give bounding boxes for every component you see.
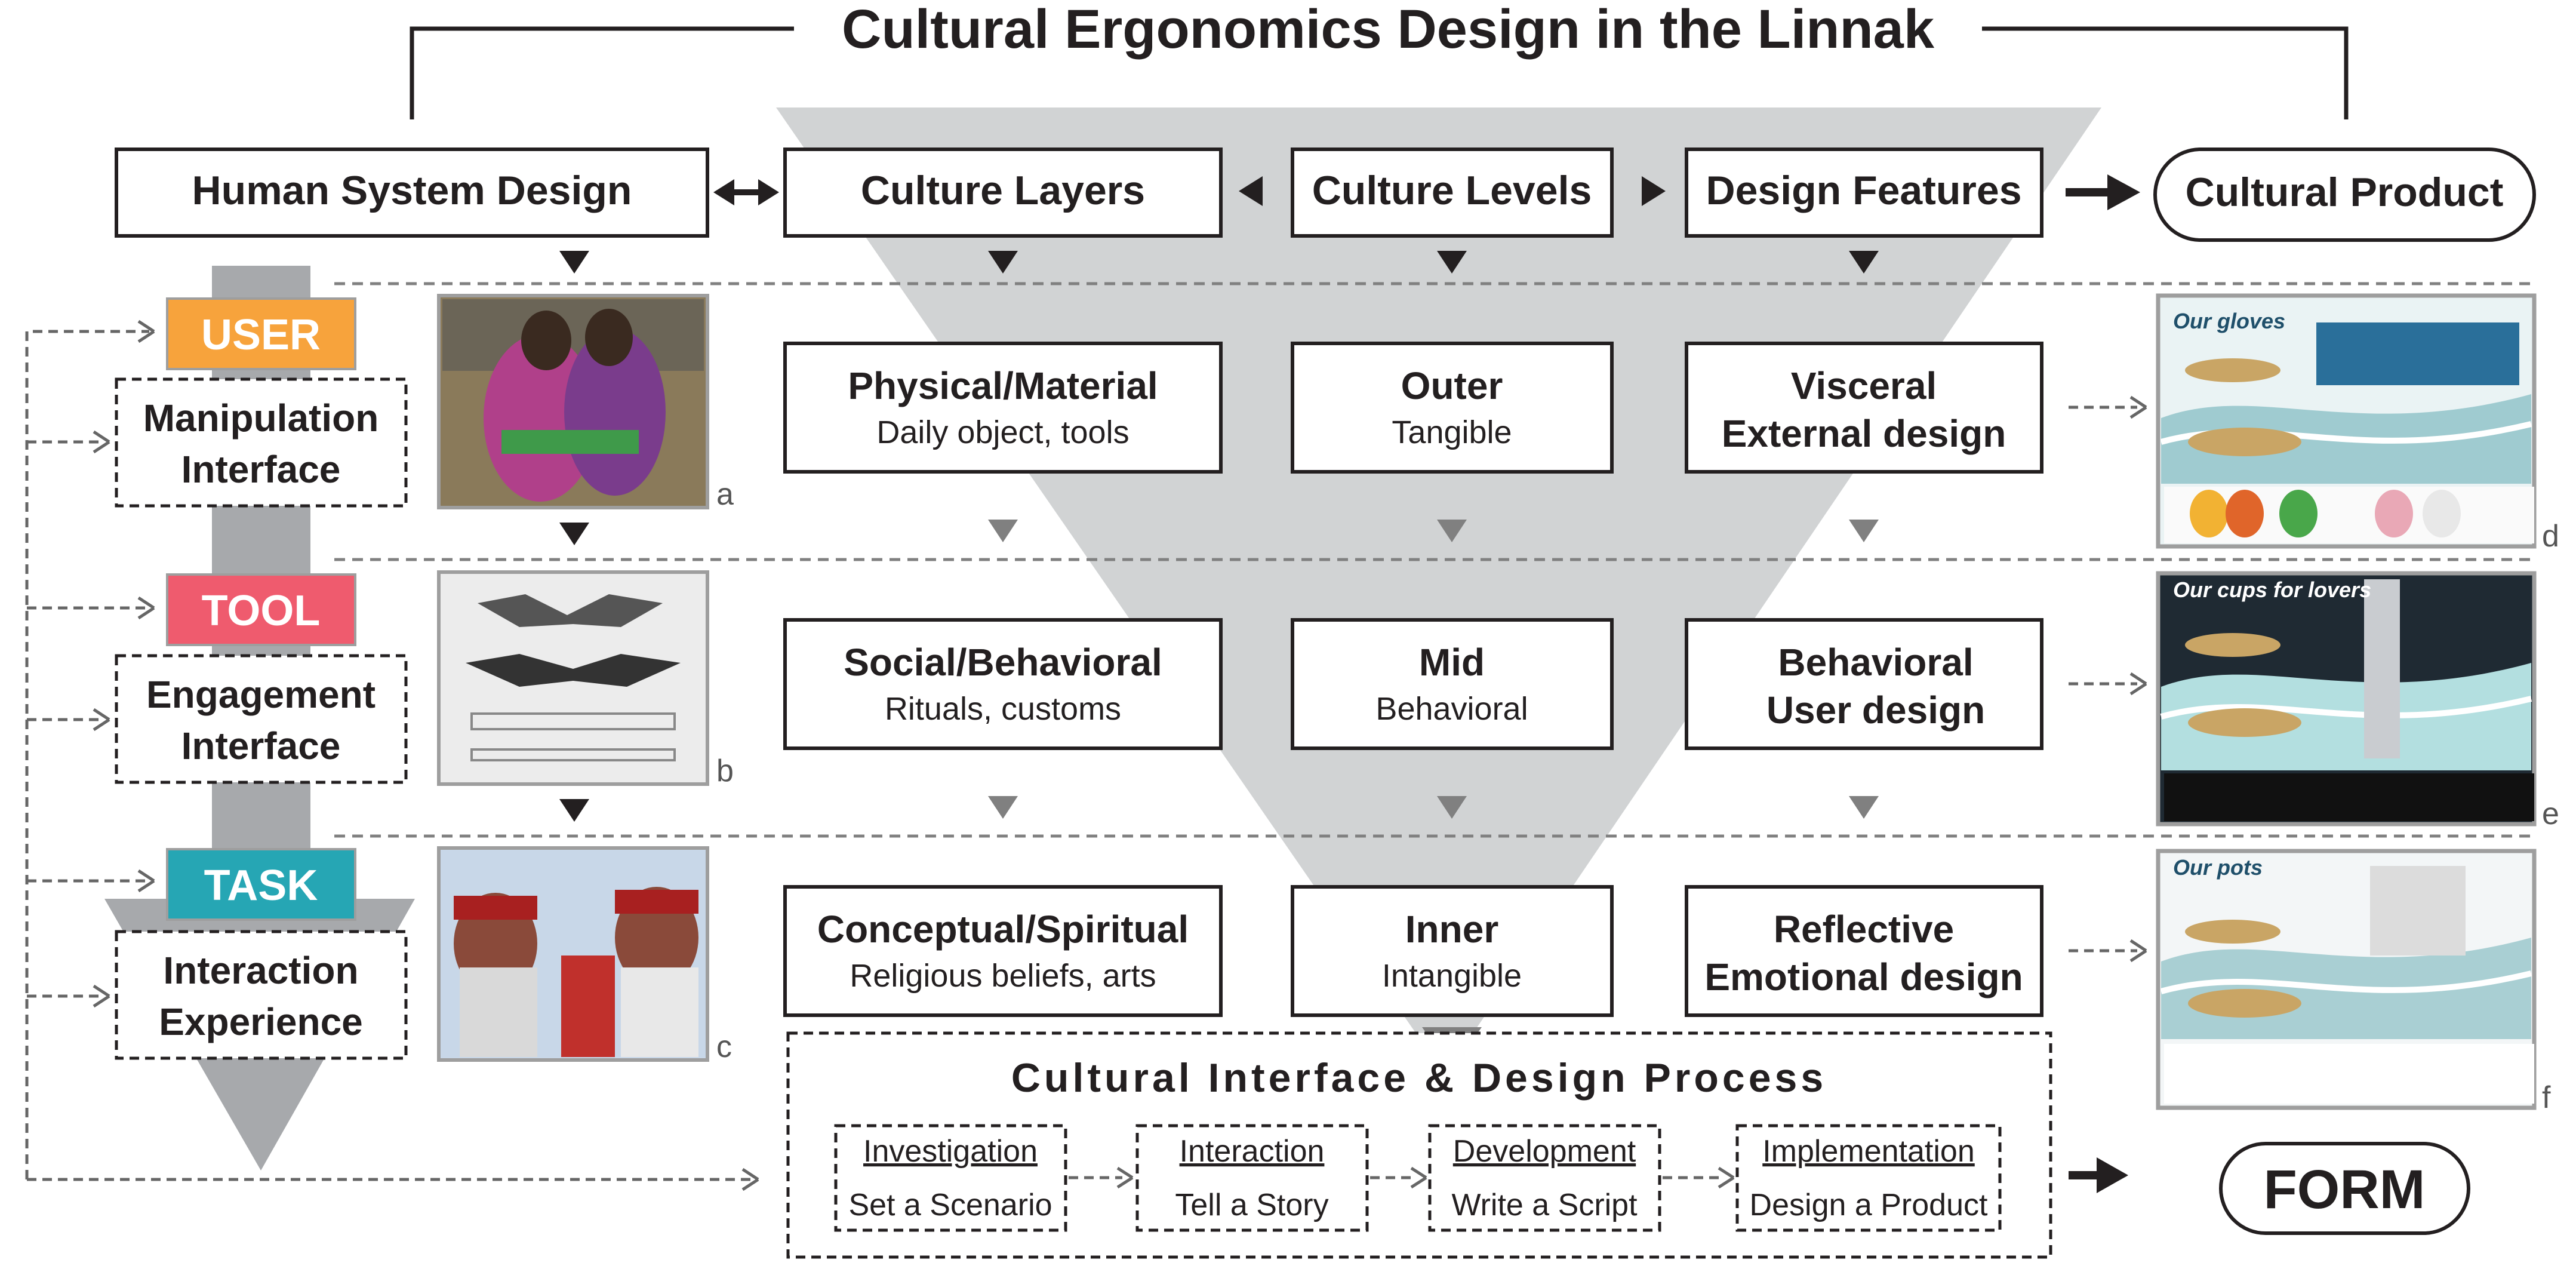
feature-box-2: Behavioral User design: [1685, 618, 2043, 750]
layer-3-sub: Religious beliefs, arts: [850, 958, 1156, 994]
level-3-title: Inner: [1405, 908, 1498, 951]
product-panel-gloves: Our gloves d: [2156, 293, 2559, 554]
level-2-title: Mid: [1419, 641, 1485, 684]
step-1-name: Investigation: [863, 1134, 1038, 1169]
design-process-title: Cultural Interface & Design Process: [1011, 1055, 1827, 1101]
arrow-right-icon: [1642, 176, 1666, 206]
product-cups-caption: Our cups for lovers: [2173, 577, 2371, 602]
layer-box-3: Conceptual/Spiritual Religious beliefs, …: [783, 885, 1223, 1017]
step-3-name: Development: [1453, 1134, 1636, 1169]
layer-2-sub: Rituals, customs: [885, 691, 1121, 727]
header-human-system: Human System Design: [115, 148, 709, 238]
arrow-form-icon: [2097, 1157, 2128, 1193]
layer-3-title: Conceptual/Spiritual: [817, 908, 1189, 951]
interface-1-line1: Manipulation: [143, 397, 379, 440]
product-gloves-caption: Our gloves: [2173, 309, 2285, 333]
feature-3-line2: Emotional design: [1704, 956, 2023, 999]
product-e-letter: e: [2542, 797, 2559, 831]
step-2-action: Tell a Story: [1175, 1188, 1328, 1222]
feature-box-1: Visceral External design: [1685, 342, 2043, 474]
form-pill: FORM: [2219, 1142, 2470, 1235]
photo-c: c: [437, 846, 732, 1064]
feature-1-line2: External design: [1722, 412, 2006, 455]
process-step-arrows: [1069, 1166, 1735, 1189]
header-design-features-label: Design Features: [1706, 168, 2021, 213]
photo-c-letter: c: [716, 1030, 732, 1064]
layer-1-title: Physical/Material: [848, 364, 1158, 407]
arrow-left-icon: [1239, 176, 1263, 206]
header-culture-levels: Culture Levels: [1291, 148, 1614, 238]
level-box-3: Inner Intangible: [1291, 885, 1614, 1017]
header-cultural-product-label: Cultural Product: [2186, 170, 2504, 215]
header-arrows: [713, 174, 2140, 1193]
interface-3-line2: Experience: [159, 1000, 363, 1043]
layer-2-title: Social/Behavioral: [844, 641, 1162, 684]
diagram-title: Cultural Ergonomics Design in the Linnak: [842, 0, 1935, 60]
double-arrow-left-icon: [713, 179, 734, 205]
feature-2-line2: User design: [1766, 689, 1985, 732]
photo-a-letter: a: [716, 477, 734, 512]
product-f-letter: f: [2542, 1080, 2551, 1115]
interface-2-line2: Interface: [181, 724, 341, 767]
process-step-investigation: Investigation Set a Scenario: [834, 1124, 1067, 1232]
photo-a: a: [437, 294, 734, 512]
product-d-letter: d: [2542, 519, 2559, 554]
down-arrows-black: [559, 251, 1879, 822]
interface-3-line1: Interaction: [163, 949, 358, 992]
badge-tool: TOOL: [166, 573, 356, 646]
badge-task: TASK: [166, 848, 356, 921]
header-human-system-label: Human System Design: [192, 168, 632, 213]
step-4-name: Implementation: [1762, 1134, 1975, 1169]
product-arrows: [2069, 395, 2147, 963]
level-1-sub: Tangible: [1392, 414, 1512, 450]
header-cultural-product: Cultural Product: [2153, 148, 2536, 242]
header-culture-layers-label: Culture Layers: [861, 168, 1145, 213]
form-label: FORM: [2264, 1159, 2426, 1220]
step-3-action: Write a Script: [1451, 1188, 1638, 1222]
interface-box-2: Engagement Interface: [115, 654, 408, 784]
interface-2-line1: Engagement: [146, 673, 376, 716]
header-culture-levels-label: Culture Levels: [1312, 168, 1592, 213]
level-2-sub: Behavioral: [1375, 691, 1528, 727]
photo-b: b: [437, 570, 734, 788]
level-box-1: Outer Tangible: [1291, 342, 1614, 474]
feedback-lines: [25, 319, 759, 1191]
badge-user-label: USER: [201, 311, 321, 359]
feature-2-line1: Behavioral: [1778, 641, 1973, 684]
level-3-sub: Intangible: [1382, 958, 1522, 994]
badge-task-label: TASK: [204, 862, 318, 910]
photo-b-letter: b: [716, 754, 734, 788]
step-1-action: Set a Scenario: [848, 1188, 1052, 1222]
feature-box-3: Reflective Emotional design: [1685, 885, 2043, 1017]
layer-box-2: Social/Behavioral Rituals, customs: [783, 618, 1223, 750]
header-design-features: Design Features: [1685, 148, 2043, 238]
process-step-implementation: Implementation Design a Product: [1735, 1124, 2002, 1232]
feature-3-line1: Reflective: [1774, 908, 1954, 951]
title-bracket: [410, 26, 2349, 119]
layer-1-sub: Daily object, tools: [876, 414, 1129, 450]
interface-1-line2: Interface: [181, 448, 341, 491]
feature-1-line1: Visceral: [1791, 364, 1937, 407]
process-step-interaction: Interaction Tell a Story: [1135, 1124, 1369, 1232]
design-process-box: Cultural Interface & Design Process Inve…: [786, 1031, 2052, 1259]
product-panel-cups: Our cups for lovers e: [2156, 571, 2559, 831]
header-culture-layers: Culture Layers: [783, 148, 1223, 238]
level-1-title: Outer: [1401, 364, 1503, 407]
step-4-action: Design a Product: [1750, 1188, 1988, 1222]
product-panel-pots: Our pots f: [2156, 849, 2551, 1115]
interface-box-1: Manipulation Interface: [115, 377, 408, 508]
badge-tool-label: TOOL: [202, 587, 321, 635]
badge-user: USER: [166, 297, 356, 370]
level-box-2: Mid Behavioral: [1291, 618, 1614, 750]
double-arrow-right-icon: [758, 179, 779, 205]
step-2-name: Interaction: [1180, 1134, 1325, 1169]
arrow-product-icon: [2107, 174, 2140, 210]
process-step-development: Development Write a Script: [1428, 1124, 1661, 1232]
product-pots-caption: Our pots: [2173, 855, 2263, 880]
interface-box-3: Interaction Experience: [115, 930, 408, 1060]
layer-box-1: Physical/Material Daily object, tools: [783, 342, 1223, 474]
